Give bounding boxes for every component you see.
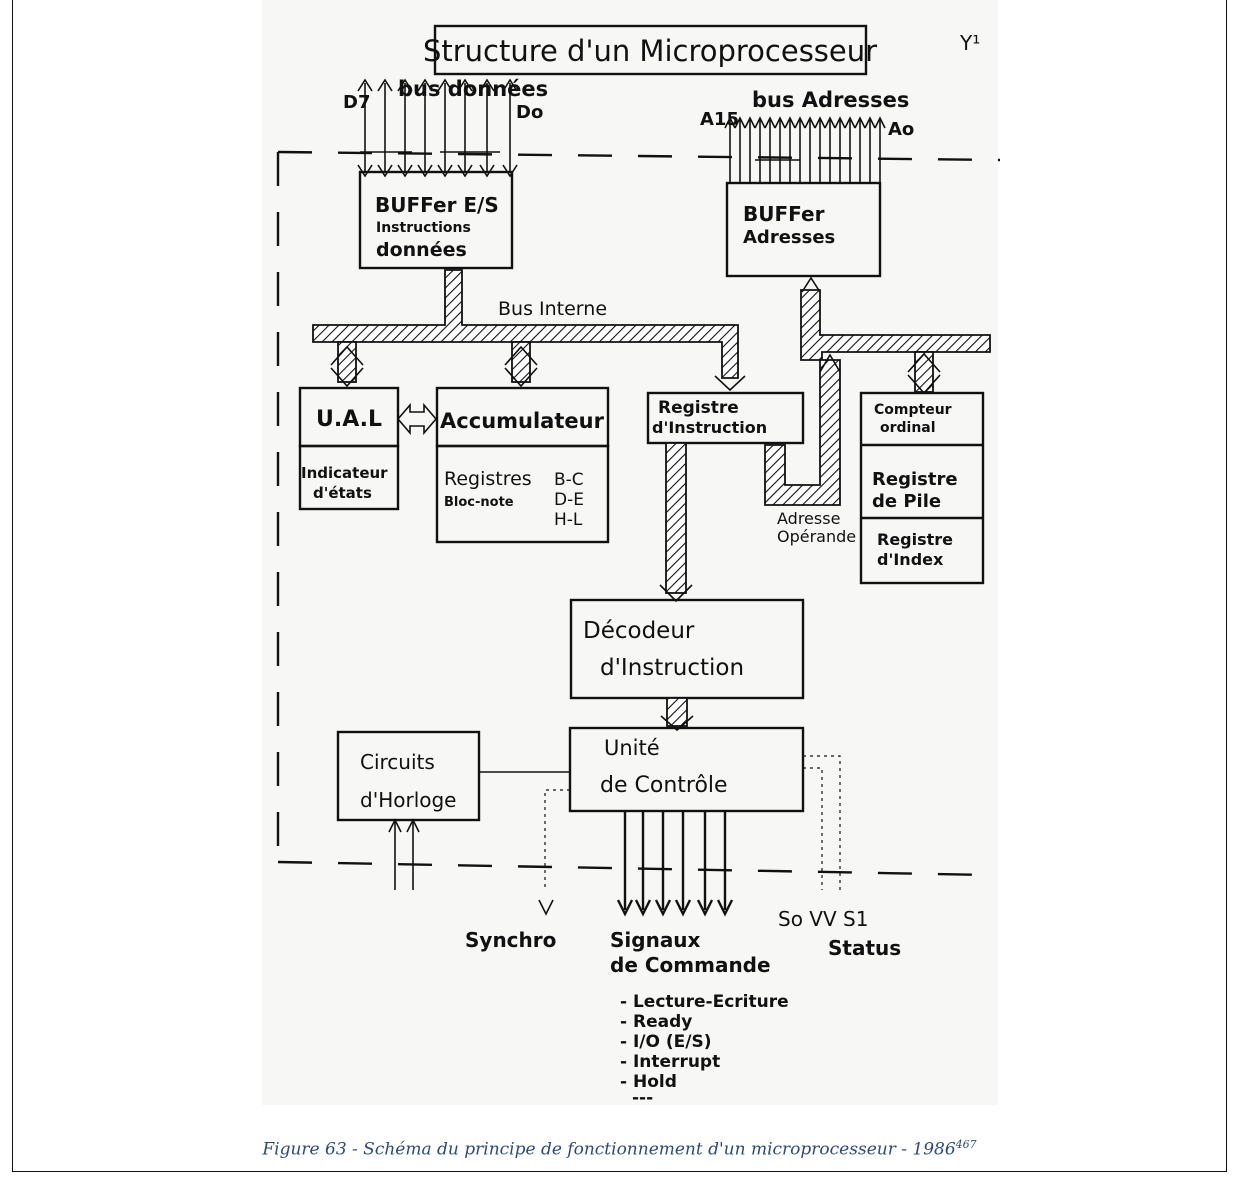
command-signal-5: - Hold xyxy=(620,1072,677,1092)
address-buffer-label-2: Adresses xyxy=(743,227,835,248)
data-bus-label: bus données xyxy=(398,77,548,101)
page-frame xyxy=(12,0,1227,1172)
caption-text: Figure 63 - Schéma du principe de foncti… xyxy=(262,1139,956,1160)
instruction-register-box xyxy=(646,391,805,445)
data-bus-msb-label: D7 xyxy=(343,92,370,113)
program-counter-label-1: Compteur xyxy=(874,402,952,418)
io-buffer-label-3: données xyxy=(376,239,467,261)
command-label-2: de Commande xyxy=(610,953,771,977)
io-buffer-label-2: Instructions xyxy=(376,220,471,236)
status-pins-label: So VV S1 xyxy=(778,907,868,931)
flags-box xyxy=(298,444,400,511)
caption-footnote: 467 xyxy=(955,1138,977,1151)
index-register-label-1: Registre xyxy=(877,530,953,549)
title-box xyxy=(433,24,868,76)
command-signal-arrows xyxy=(616,811,734,917)
register-pair-bc: B-C xyxy=(554,470,584,490)
operand-address-bus xyxy=(764,359,841,506)
data-bus-lines xyxy=(357,78,518,178)
figure-caption: Figure 63 - Schéma du principe de foncti… xyxy=(0,1138,1239,1160)
accumulator-label: Accumulateur xyxy=(440,409,605,433)
diagram-title: Structure d'un Microprocesseur xyxy=(423,34,877,68)
address-buffer-arrow-icon xyxy=(801,276,821,293)
registers-sublabel: Bloc-note xyxy=(444,495,514,510)
internal-bus xyxy=(312,269,739,379)
alu-accumulator-arrow-icon xyxy=(396,402,438,436)
registers-box xyxy=(435,444,610,544)
decoder-control-bus xyxy=(666,697,688,727)
operand-address-label-2: Opérande xyxy=(777,527,856,546)
address-internal-bus xyxy=(800,289,991,361)
stack-register-label-1: Registre xyxy=(872,469,958,490)
address-bus-lines xyxy=(724,116,886,183)
synchro-label: Synchro xyxy=(465,928,556,952)
command-label-1: Signaux xyxy=(610,928,701,952)
command-signal-2: - Ready xyxy=(620,1012,692,1032)
flags-label-2: d'états xyxy=(313,484,372,502)
status-label: Status xyxy=(828,936,901,960)
status-lines xyxy=(803,755,841,890)
microprocessor-diagram: Structure d'un Microprocesseur Y¹ bus do… xyxy=(276,24,1001,1108)
program-counter-label-2: ordinal xyxy=(880,420,936,436)
command-signal-4: - Interrupt xyxy=(620,1052,720,1072)
decoder-label-2: d'Instruction xyxy=(600,655,744,681)
address-bus-msb-label: A15 xyxy=(700,109,739,130)
registers-label: Registres xyxy=(444,468,532,490)
corner-mark: Y¹ xyxy=(959,31,980,55)
command-signal-1: - Lecture-Ecriture xyxy=(620,992,789,1012)
alu-bus-arrow-icon xyxy=(330,345,364,388)
index-register-label-2: d'Index xyxy=(877,550,944,569)
ir-decoder-bus xyxy=(665,442,687,594)
io-buffer-label-1: BUFFer E/S xyxy=(375,193,499,217)
synchro-arrow-icon xyxy=(538,899,554,916)
ir-bus-arrow-icon xyxy=(714,375,746,392)
io-buffer-box xyxy=(358,170,514,270)
operand-address-label-1: Adresse xyxy=(777,509,840,528)
control-unit-box xyxy=(568,726,805,813)
internal-bus-label: Bus Interne xyxy=(498,298,607,320)
decoder-box xyxy=(569,598,805,700)
control-unit-label-1: Unité xyxy=(604,736,660,760)
accumulator-bus-arrow-icon xyxy=(504,345,538,388)
data-bus-lsb-label: Do xyxy=(516,102,543,123)
register-pair-de: D-E xyxy=(554,490,584,510)
address-bus-label: bus Adresses xyxy=(752,88,909,112)
clock-label-1: Circuits xyxy=(360,750,435,774)
clock-label-2: d'Horloge xyxy=(360,788,456,812)
clock-box xyxy=(336,730,481,822)
address-bus-lsb-label: Ao xyxy=(888,119,914,140)
command-signal-3: - I/O (E/S) xyxy=(620,1032,711,1052)
stack-register-label-2: de Pile xyxy=(872,491,941,512)
decoder-label-1: Décodeur xyxy=(583,618,695,644)
instruction-register-label-2: d'Instruction xyxy=(652,418,767,437)
flags-label-1: Indicateur xyxy=(301,464,388,482)
synchro-line xyxy=(544,789,570,890)
clock-input-arrows xyxy=(388,818,420,890)
decoder-control-arrow-icon xyxy=(660,715,694,732)
address-buffer-box xyxy=(725,181,882,278)
register-pair-hl: H-L xyxy=(554,510,583,530)
control-unit-label-2: de Contrôle xyxy=(600,773,728,798)
address-buffer-label-1: BUFFer xyxy=(743,202,825,226)
command-signal-6: --- xyxy=(632,1088,653,1108)
instruction-register-label-1: Registre xyxy=(658,398,739,418)
alu-label: U.A.L xyxy=(316,407,382,432)
pointer-registers-box xyxy=(859,391,985,585)
operand-address-arrow-icon xyxy=(819,353,841,373)
